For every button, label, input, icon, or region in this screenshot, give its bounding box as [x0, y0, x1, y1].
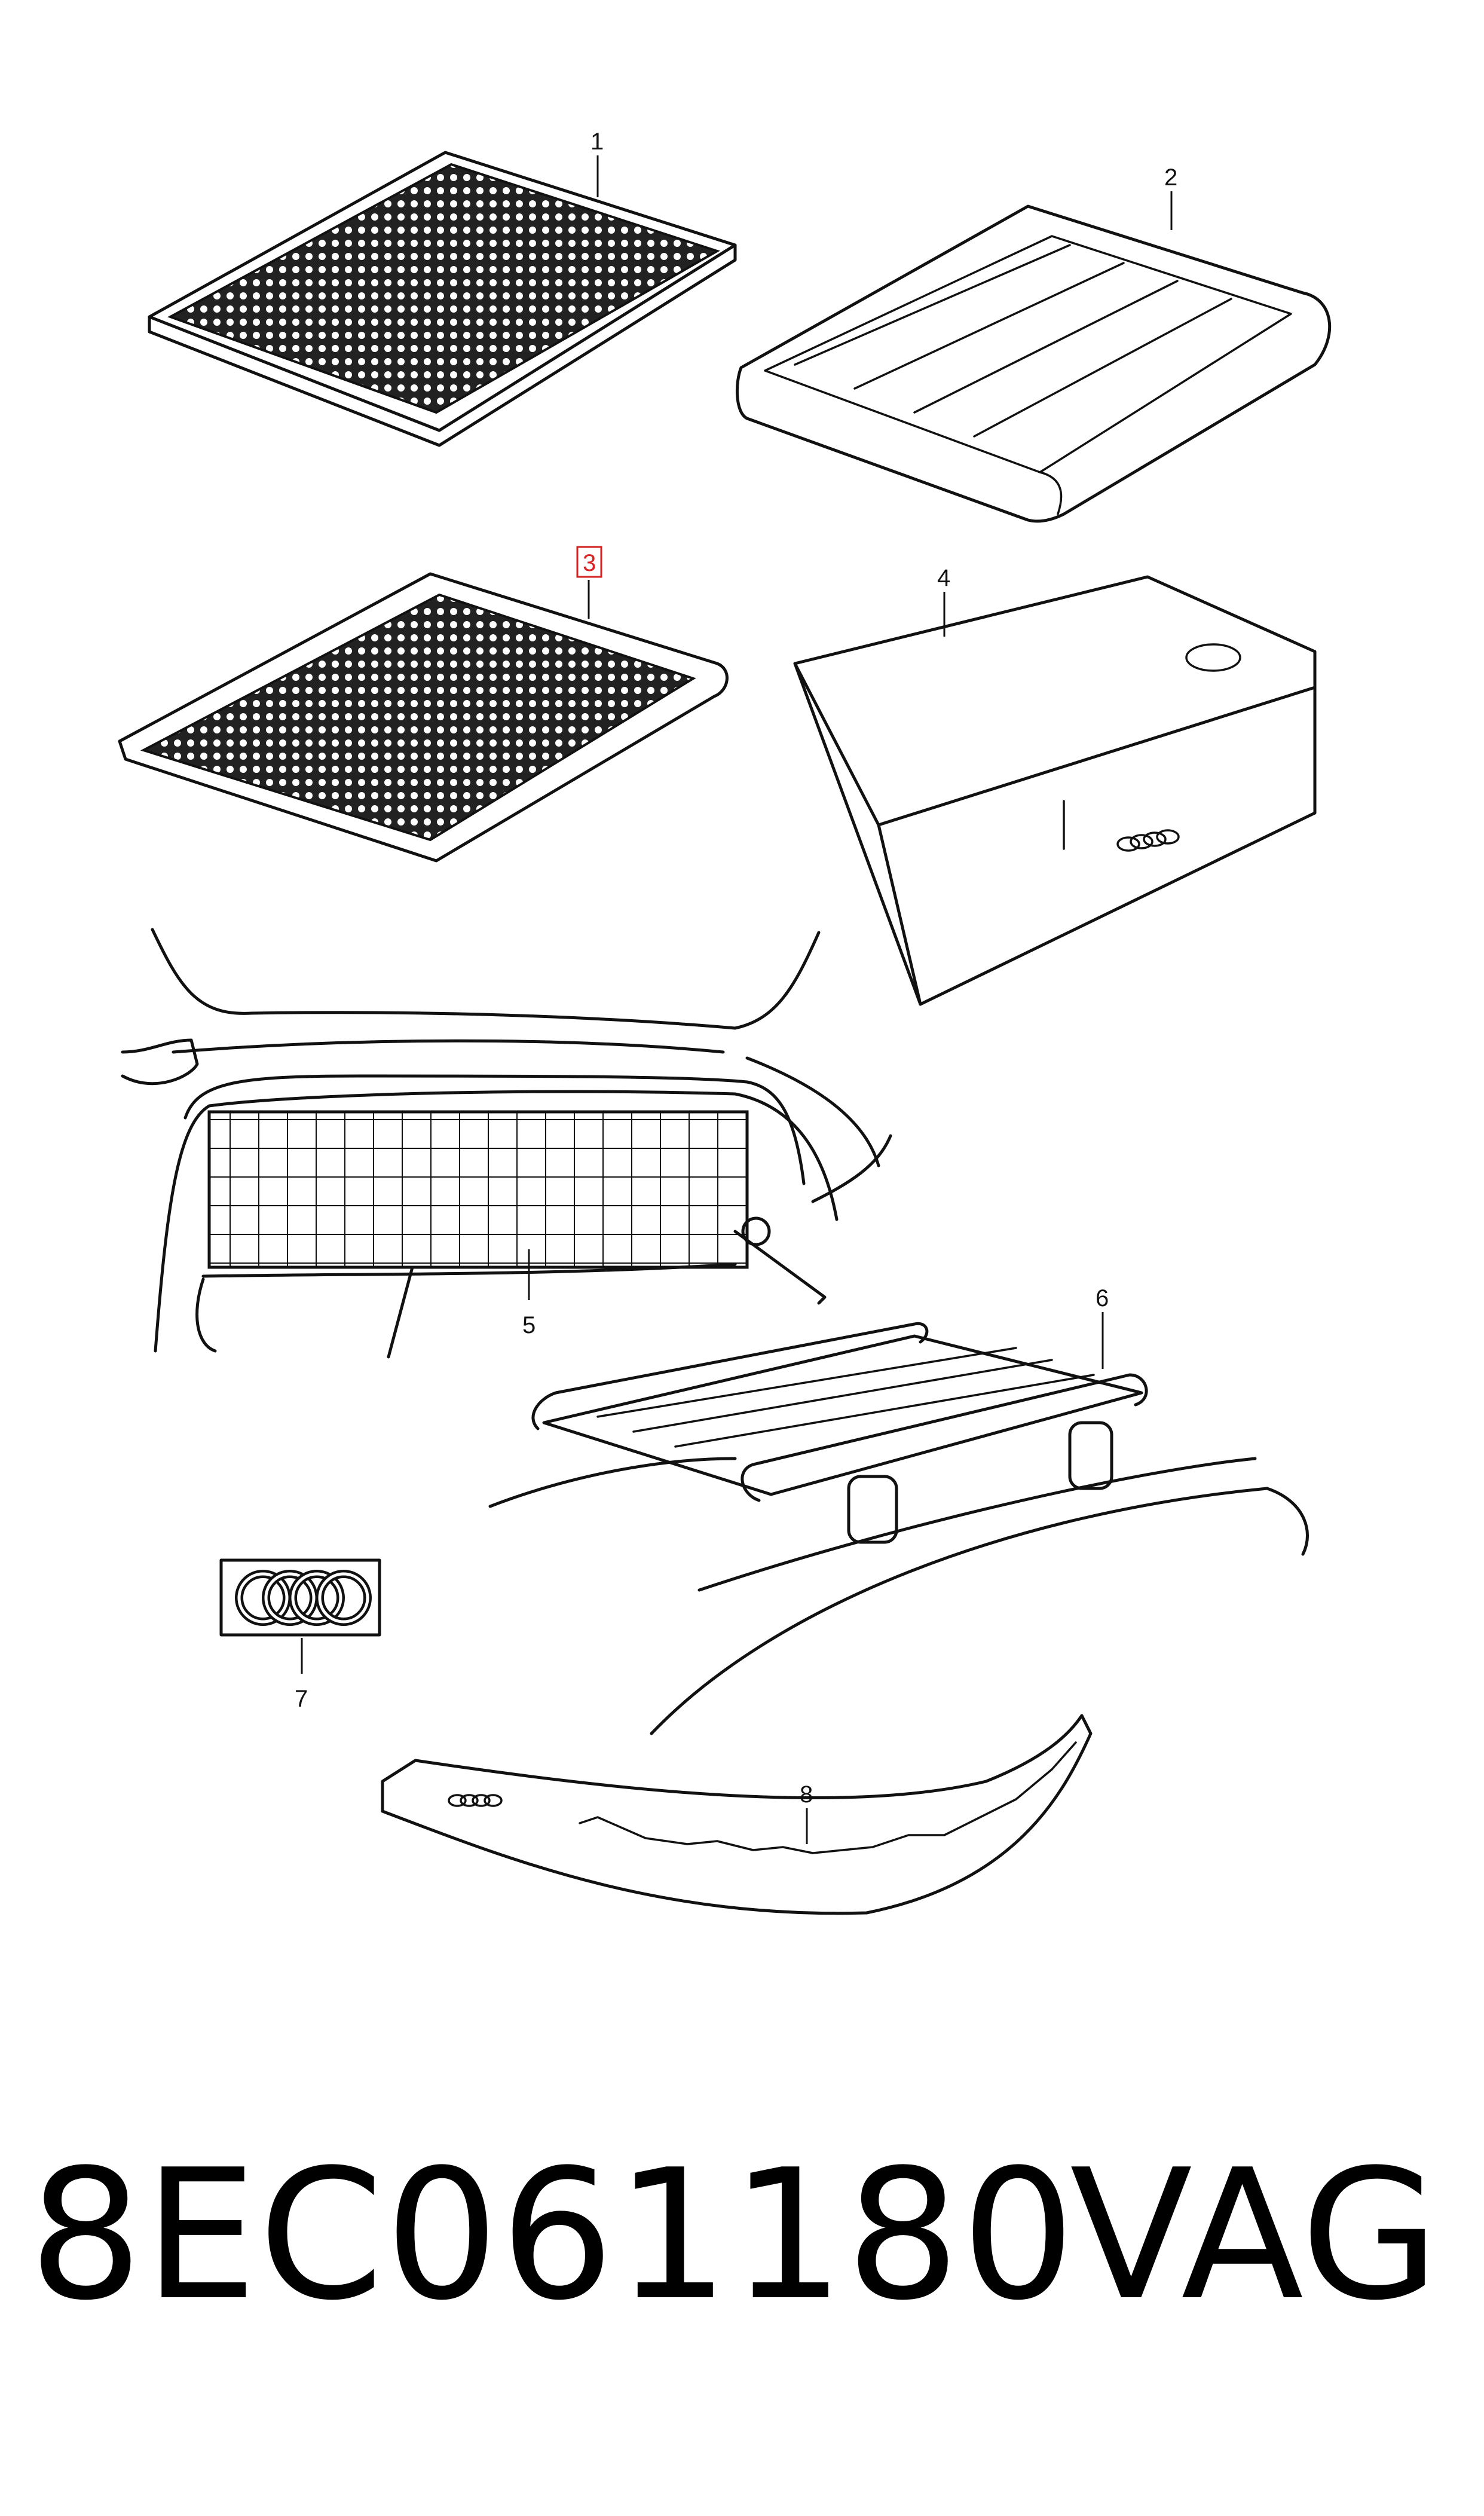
part-number: 8EC061180 — [29, 2131, 1077, 2340]
callout-5: 5 — [522, 1312, 536, 1338]
part-2-luggage-tray — [735, 204, 1332, 523]
callout-4: 4 — [937, 565, 950, 591]
callout-1: 1 — [590, 129, 604, 155]
part-6-roof-basket — [488, 1322, 1309, 1735]
callout-2: 2 — [1164, 164, 1177, 191]
rings-logo-icon — [448, 1794, 503, 1807]
part-5-partition-net — [121, 928, 892, 1359]
callout-7: 7 — [295, 1686, 308, 1712]
part-1-mesh-mat — [148, 151, 737, 447]
callout-labels: 1 2 3 4 5 6 7 8 — [295, 129, 1177, 1808]
part-4-storage-box — [793, 575, 1317, 1006]
brand-name: VAG — [1070, 2131, 1440, 2340]
part-7-rings-badge — [219, 1558, 381, 1637]
callout-8: 8 — [800, 1781, 813, 1808]
leader-lines — [301, 155, 1173, 1844]
part-8-sill-trim — [381, 1714, 1093, 1915]
rings-logo-icon — [1116, 829, 1180, 852]
callout-6: 6 — [1096, 1285, 1109, 1312]
callout-3-highlight-box — [576, 546, 602, 578]
part-3-rimmed-mat — [118, 572, 729, 863]
rings-emblem-icon — [235, 1570, 372, 1626]
callout-3: 3 — [583, 550, 596, 576]
